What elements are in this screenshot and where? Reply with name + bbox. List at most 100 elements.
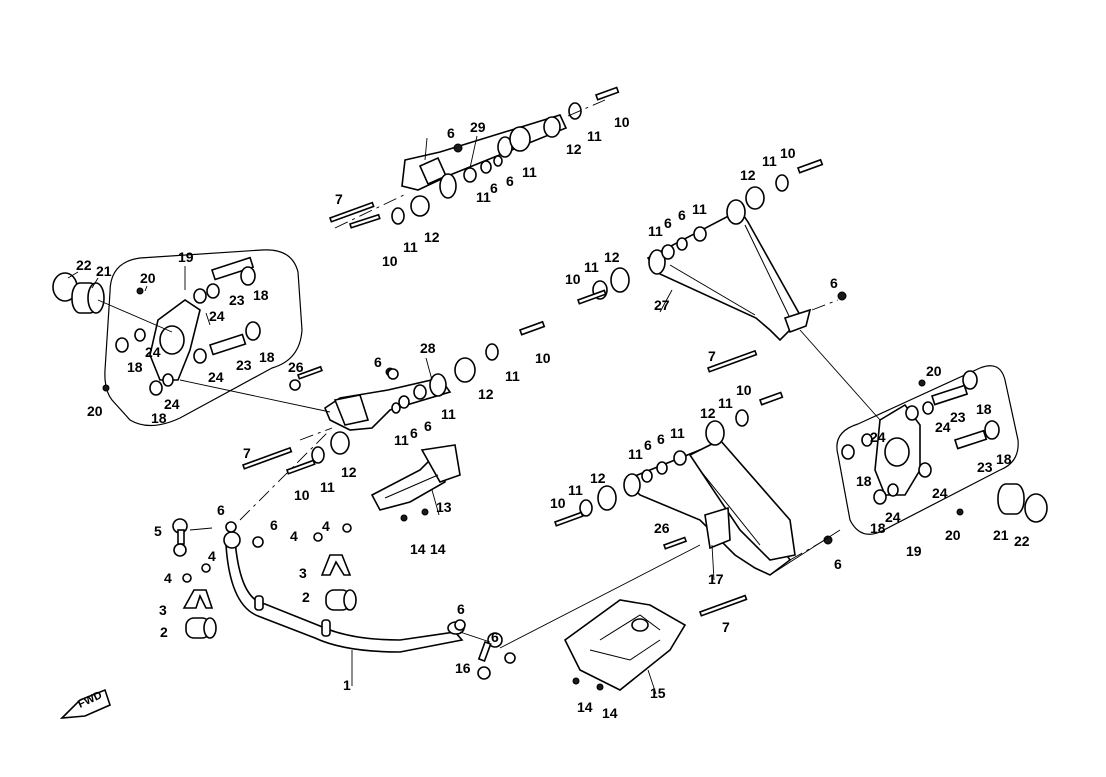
callout: 24 xyxy=(208,369,224,385)
lower-arm-17 xyxy=(553,349,833,617)
lower-arm-28 xyxy=(239,320,546,521)
callout: 23 xyxy=(950,409,966,425)
callout: 6 xyxy=(490,180,498,196)
callout: 2 xyxy=(302,589,310,605)
callout: 11 xyxy=(441,406,456,422)
callout: 11 xyxy=(718,395,733,411)
callout: 11 xyxy=(476,189,491,205)
callout: 24 xyxy=(885,509,901,525)
callout: 18 xyxy=(976,401,992,417)
callout: 13 xyxy=(436,499,452,515)
callout: 6 xyxy=(834,556,842,572)
bushing-clamp-parts xyxy=(182,523,357,639)
callout: 5 xyxy=(154,523,162,539)
callout: 14 xyxy=(602,705,618,721)
callout: 7 xyxy=(243,445,251,461)
callout: 24 xyxy=(932,485,948,501)
callout: 10 xyxy=(565,271,581,287)
callout: 18 xyxy=(259,349,275,365)
callout: 24 xyxy=(935,419,951,435)
callout: 12 xyxy=(566,141,582,157)
left-hub xyxy=(52,256,331,413)
callout: 19 xyxy=(178,249,194,265)
callout: 6 xyxy=(374,354,382,370)
callout: 10 xyxy=(736,382,752,398)
skid-plate-13 xyxy=(370,444,461,522)
callout: 10 xyxy=(550,495,566,511)
callout: 11 xyxy=(505,368,520,384)
callout: 6 xyxy=(410,425,418,441)
callout: 7 xyxy=(722,619,730,635)
callout: 23 xyxy=(977,459,993,475)
callout: 11 xyxy=(522,164,537,180)
callout: 10 xyxy=(780,145,796,161)
callout: 22 xyxy=(76,257,92,273)
callout: 27 xyxy=(654,297,670,313)
callout: 24 xyxy=(145,344,161,360)
callout: 10 xyxy=(294,487,310,503)
callout: 23 xyxy=(229,292,245,308)
callout: 3 xyxy=(159,602,167,618)
upper-a-arm-27 xyxy=(576,158,847,342)
callout: 12 xyxy=(604,249,620,265)
skid-plate-15 xyxy=(563,599,687,691)
leader-lines xyxy=(67,135,715,695)
callout: 12 xyxy=(478,386,494,402)
callout: 4 xyxy=(290,528,298,544)
callout: 11 xyxy=(628,446,643,462)
callout: 21 xyxy=(96,263,112,279)
callout: 7 xyxy=(335,191,343,207)
nuts-6 xyxy=(225,368,516,664)
callout: 11 xyxy=(403,239,418,255)
callout: 2 xyxy=(160,624,168,640)
callout: 6 xyxy=(491,629,499,645)
callout: 20 xyxy=(87,403,103,419)
callout: 4 xyxy=(164,570,172,586)
callout: 6 xyxy=(424,418,432,434)
callout: 11 xyxy=(670,425,685,441)
callout: 18 xyxy=(996,451,1012,467)
callout: 20 xyxy=(926,363,942,379)
callout: 18 xyxy=(253,287,269,303)
callout: 10 xyxy=(614,114,630,130)
callout: 18 xyxy=(856,473,872,489)
callout: 20 xyxy=(140,270,156,286)
callout: 6 xyxy=(447,125,455,141)
callout: 18 xyxy=(151,410,167,426)
callout: 28 xyxy=(420,340,436,356)
callout: 18 xyxy=(127,359,143,375)
callout: 20 xyxy=(945,527,961,543)
callout: 11 xyxy=(394,432,409,448)
callout: 12 xyxy=(740,167,756,183)
left-hub-group-frame xyxy=(104,249,303,427)
callout: 1 xyxy=(343,677,351,693)
callout: 10 xyxy=(382,253,398,269)
callout: 6 xyxy=(506,173,514,189)
callout: 23 xyxy=(236,357,252,373)
callout: 16 xyxy=(455,660,471,676)
callout: 6 xyxy=(270,517,278,533)
callout: 6 xyxy=(457,601,465,617)
callout: 21 xyxy=(993,527,1009,543)
callout: 6 xyxy=(830,275,838,291)
callout: 17 xyxy=(708,571,724,587)
callout: 26 xyxy=(654,520,670,536)
callout: 12 xyxy=(700,405,716,421)
callout: 19 xyxy=(906,543,922,559)
fwd-arrow-icon: FWD xyxy=(59,688,111,719)
callout: 11 xyxy=(584,259,599,275)
stabilizer-links xyxy=(172,518,701,680)
callout: 14 xyxy=(577,699,593,715)
callout: 4 xyxy=(322,518,330,534)
callout: 24 xyxy=(164,396,180,412)
callout: 6 xyxy=(217,502,225,518)
callout: 11 xyxy=(648,223,663,239)
callout: 11 xyxy=(320,479,335,495)
callout: 24 xyxy=(209,308,225,324)
callout: 12 xyxy=(341,464,357,480)
right-hub xyxy=(769,329,1048,576)
callout: 29 xyxy=(470,119,486,135)
callout: 18 xyxy=(870,520,886,536)
right-hub-group-frame xyxy=(836,365,1019,535)
